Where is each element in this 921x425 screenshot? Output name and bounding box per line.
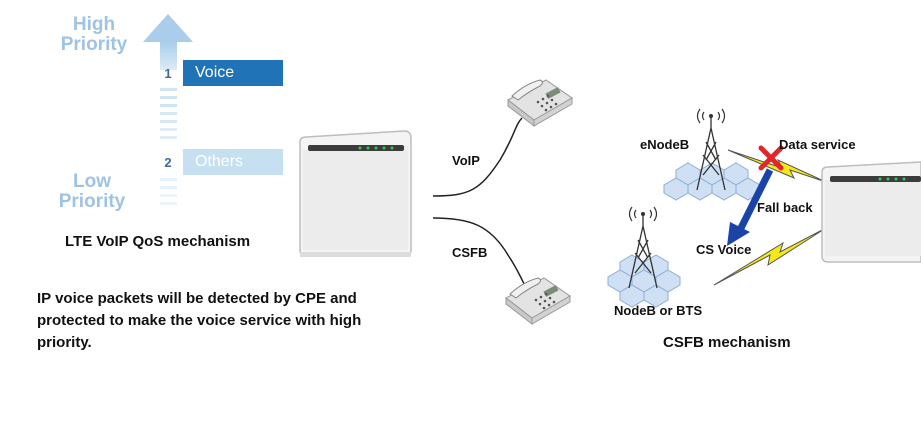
voip-line [432, 117, 523, 197]
cs-voice-label: CS Voice [696, 242, 752, 257]
phone-icon [505, 277, 571, 326]
qos-caption: LTE VoIP QoS mechanism [65, 233, 251, 250]
band-number: 2 [164, 155, 172, 170]
voip-label: VoIP [452, 153, 480, 168]
phone-icon [507, 79, 573, 128]
fallback-arrow [727, 168, 774, 246]
csfb-caption: CSFB mechanism [663, 334, 791, 351]
nodeb-tower [607, 206, 681, 308]
csfb-line [432, 217, 527, 289]
low-priority-label: Low Priority [58, 171, 126, 212]
fall-back-label: Fall back [757, 200, 813, 215]
high-priority-label: High Priority [60, 14, 128, 55]
cpe-router [299, 130, 412, 257]
enodeb-tower [663, 108, 761, 201]
cpe-router [821, 161, 921, 263]
others-band: Others [183, 149, 283, 175]
voice-band: Voice [183, 60, 283, 86]
band-number: 1 [164, 66, 172, 81]
data-service-label: Data service [779, 137, 856, 152]
qos-description: IP voice packets will be detected by CPE… [37, 290, 362, 351]
nodeb-label: NodeB or BTS [614, 303, 703, 318]
priority-arrow [143, 14, 193, 205]
csfb-label: CSFB [452, 245, 488, 260]
blocked-cross-icon [758, 145, 784, 171]
enodeb-label: eNodeB [640, 137, 690, 152]
